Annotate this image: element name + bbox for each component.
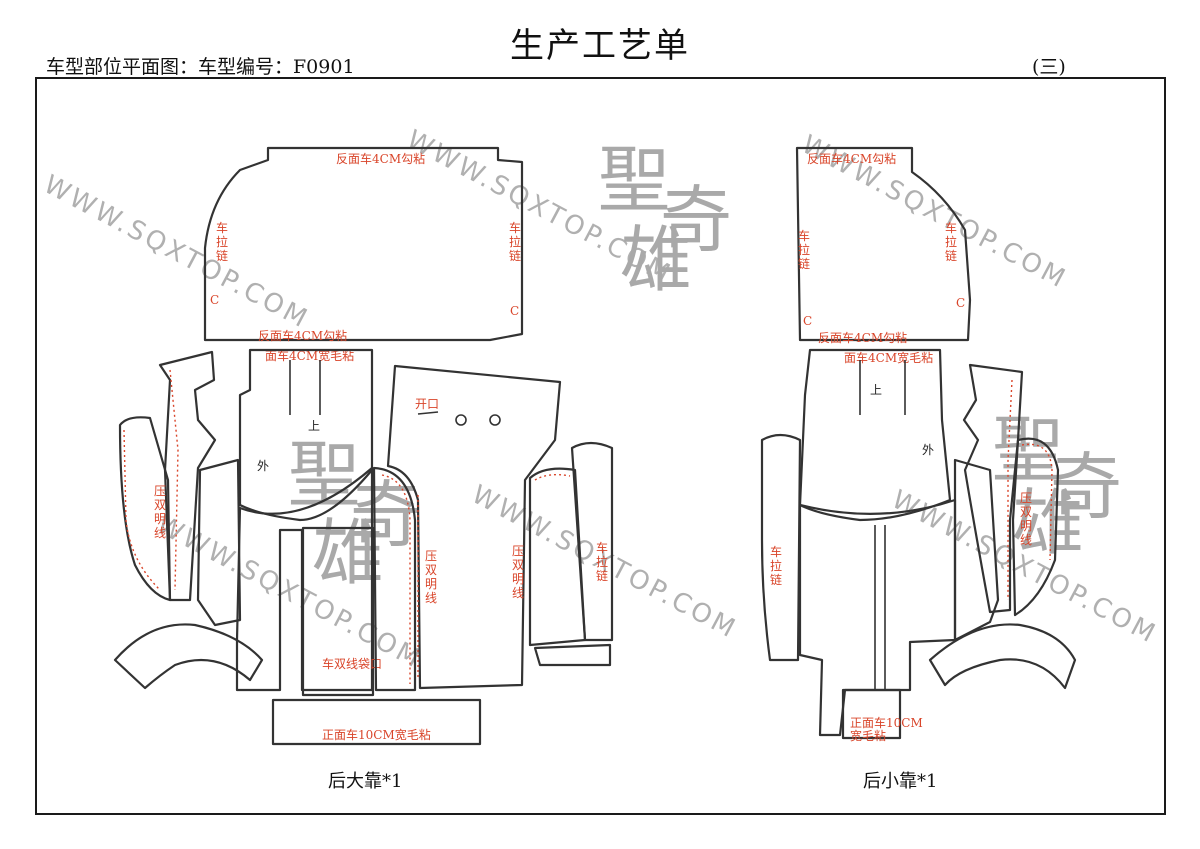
model-subtitle: 车型部位平面图：车型编号：F0901 bbox=[46, 56, 355, 78]
left-c-mark: C bbox=[510, 304, 519, 318]
left-velcro-label: 面车4CM宽毛粘 bbox=[265, 348, 354, 363]
right-c-mark: C bbox=[956, 296, 965, 310]
right-pattern-set: 反面车4CM勾粘 车拉链 车拉链 C C 反面车4CM勾粘 面车4CM宽毛粘 上… bbox=[760, 146, 1077, 743]
right-pocket-box bbox=[841, 688, 902, 740]
right-side-stitch: 压双明线 bbox=[1020, 491, 1032, 547]
right-arc-piece bbox=[928, 623, 1077, 690]
left-door-panel bbox=[386, 364, 562, 690]
left-bottom-label: 正面车10CM宽毛粘 bbox=[322, 727, 431, 742]
drawing-frame bbox=[35, 77, 1166, 815]
right-top-panel bbox=[795, 146, 972, 342]
watermark-url: WWW.SQXTOP.COM bbox=[39, 170, 314, 335]
right-caption: 后小靠*1 bbox=[863, 771, 938, 792]
right-wing-outer bbox=[962, 363, 1024, 614]
left-top-label: 反面车4CM勾粘 bbox=[336, 151, 425, 166]
left-zip-strip bbox=[570, 441, 614, 642]
right-left-strip bbox=[760, 433, 802, 662]
left-pocket-label: 车双线袋口 bbox=[322, 656, 382, 671]
left-pocket-panel bbox=[301, 526, 375, 697]
right-mid-label: 反面车4CM勾粘 bbox=[818, 330, 907, 345]
left-c-mark: C bbox=[210, 293, 219, 307]
left-side-zip: 车拉链 bbox=[216, 220, 228, 263]
right-out-mark: 外 bbox=[922, 443, 934, 457]
right-c-mark: C bbox=[803, 314, 812, 328]
right-side-zip: 车拉链 bbox=[798, 228, 810, 271]
watermark-group: WWW.SQXTOP.COM WWW.SQXTOP.COM WWW.SQXTOP… bbox=[39, 125, 1162, 675]
left-strip bbox=[372, 466, 417, 692]
left-pattern-set: 反面车4CM勾粘 车拉链 车拉链 C C 反面车4CM勾粘 面车4CM宽毛粘 上… bbox=[113, 146, 614, 746]
right-side-zip: 车拉链 bbox=[945, 220, 957, 263]
left-arc-piece bbox=[113, 623, 264, 690]
left-right-zip: 车拉链 bbox=[596, 540, 608, 583]
left-side-zip: 车拉链 bbox=[509, 220, 521, 263]
left-top-panel bbox=[203, 146, 524, 342]
right-lower-panel bbox=[798, 498, 957, 737]
right-top-label: 反面车4CM勾粘 bbox=[807, 151, 896, 166]
left-caption: 后大靠*1 bbox=[328, 771, 403, 792]
left-wing-inner bbox=[118, 416, 172, 602]
right-left-zip: 车拉链 bbox=[770, 544, 782, 587]
left-up-mark: 上 bbox=[308, 419, 320, 433]
left-stitch-label: 压双明线 bbox=[425, 549, 437, 605]
left-mid-label: 反面车4CM勾粘 bbox=[258, 328, 347, 343]
left-right-stitch: 压双明线 bbox=[512, 544, 524, 600]
left-lower-panel bbox=[235, 466, 374, 692]
left-foot-piece bbox=[533, 643, 612, 667]
right-center-panel bbox=[798, 348, 952, 522]
page-title: 生产工艺单 bbox=[510, 26, 690, 66]
page-number: (三) bbox=[1032, 56, 1066, 78]
left-center-panel bbox=[238, 348, 374, 522]
watermark-brand: 雄 bbox=[620, 218, 692, 302]
left-wing-outer bbox=[158, 350, 217, 602]
left-opening-label: 开口 bbox=[415, 397, 439, 411]
left-bottom-strip bbox=[271, 698, 482, 746]
right-wing-curve bbox=[1011, 437, 1060, 617]
watermark-brand: 奇 bbox=[660, 178, 732, 262]
watermark-brand: 雄 bbox=[1012, 481, 1084, 565]
watermark-brand: 聖 bbox=[992, 408, 1064, 492]
left-side-strip bbox=[196, 458, 242, 627]
watermark-brand: 聖 bbox=[598, 138, 670, 222]
left-side-stitch: 压双明线 bbox=[154, 484, 166, 540]
watermark-brand: 奇 bbox=[1050, 445, 1122, 529]
right-up-mark: 上 bbox=[870, 383, 882, 397]
watermark-brand: 聖 bbox=[288, 433, 360, 517]
left-out-mark: 外 bbox=[257, 459, 269, 473]
right-velcro-label: 面车4CM宽毛粘 bbox=[844, 350, 933, 365]
